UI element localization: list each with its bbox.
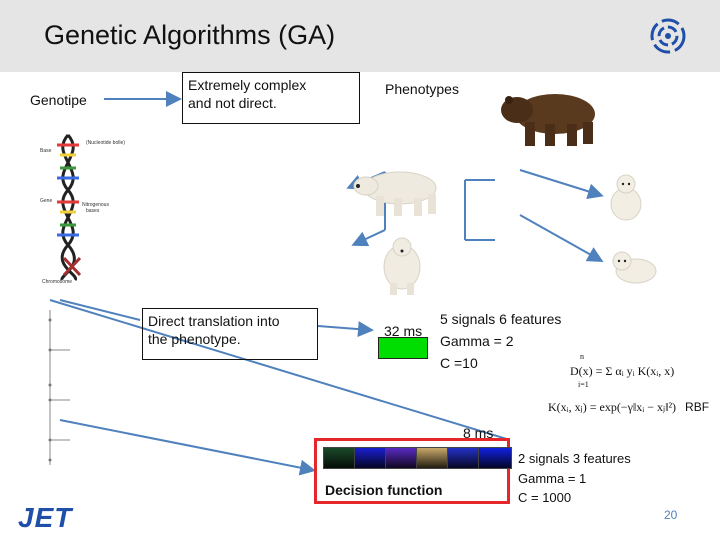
polar-bear-cub-sitting-image <box>610 174 642 221</box>
schematic-illustration-icon <box>48 310 70 465</box>
time-32ms-label: 32 ms <box>384 323 423 339</box>
jet-logo: JET <box>18 502 73 533</box>
model-a-line-3: C =10 <box>440 355 478 371</box>
formula-sum-bottom: i=1 <box>578 380 589 389</box>
complex-translation-box: Extremely complex and not direct. <box>182 72 360 124</box>
direct-box-line-1: Direct translation into <box>148 313 280 329</box>
model-a-line-2: Gamma = 2 <box>440 333 514 349</box>
signal-thumbnail <box>385 447 419 469</box>
polar-bear-cub-lying-image <box>612 251 657 284</box>
polar-bear-standing-image <box>383 237 421 295</box>
model-b-line-1: 2 signals 3 features <box>518 451 631 466</box>
decision-function-label: Decision function <box>325 482 443 498</box>
chromosome-annotation: Chromosome <box>42 279 72 285</box>
direct-translation-box: Direct translation into the phenotype. <box>142 308 318 360</box>
signal-thumbnail <box>354 447 388 469</box>
nitrogenous-annotation: Nitrogenous <box>82 202 109 208</box>
complex-box-line-2: and not direct. <box>188 95 277 111</box>
bases-annotation: bases <box>86 208 100 214</box>
signal-thumbnail <box>416 447 450 469</box>
time-8ms-label: 8 ms <box>463 425 494 441</box>
formula-rbf-tag: RBF <box>685 400 710 414</box>
title-bar <box>0 0 720 72</box>
kernel-formula: K(xᵢ, xⱼ) = exp(−γ‖xᵢ − xⱼ‖²) RBF <box>548 400 709 415</box>
formula-kernel-text: K(xᵢ, xⱼ) = exp(−γ‖xᵢ − xⱼ‖²) <box>548 400 677 414</box>
model-a-output-bar <box>378 337 428 359</box>
complex-box-line-1: Extremely complex <box>188 77 307 93</box>
signal-thumbnail <box>478 447 512 469</box>
phenotypes-label: Phenotypes <box>385 81 459 97</box>
nucleotide-annotation: (Nucleotide bolle) <box>86 140 125 146</box>
decision-formula: n D(x) = Σ αᵢ yᵢ K(xᵢ, x) i=1 <box>548 352 688 398</box>
model-b-line-2: Gamma = 1 <box>518 471 587 486</box>
signal-thumbnail <box>447 447 481 469</box>
polar-bear-walking-image <box>353 171 437 216</box>
model-a-line-1: 5 signals 6 features <box>440 311 562 327</box>
organization-logo-icon <box>650 18 686 54</box>
gene-annotation: Gene <box>40 198 52 204</box>
brown-bear-image <box>501 94 595 146</box>
formula-sum-top: n <box>580 352 584 361</box>
formula-decision-text: D(x) = Σ αᵢ yᵢ K(xᵢ, x) <box>570 364 675 378</box>
page-number: 20 <box>664 508 678 522</box>
base-annotation: Base <box>40 148 52 154</box>
model-b-line-3: C = 1000 <box>518 490 572 505</box>
dna-helix-icon: (Nucleotide bolle) Base Gene Nitrogenous… <box>40 133 125 285</box>
decision-function-panel: Decision function <box>314 438 512 504</box>
signal-thumbnail <box>323 447 357 469</box>
genotype-label: Genotipe <box>30 92 87 108</box>
direct-box-line-2: the phenotype. <box>148 331 241 347</box>
slide-title: Genetic Algorithms (GA) <box>44 20 336 50</box>
